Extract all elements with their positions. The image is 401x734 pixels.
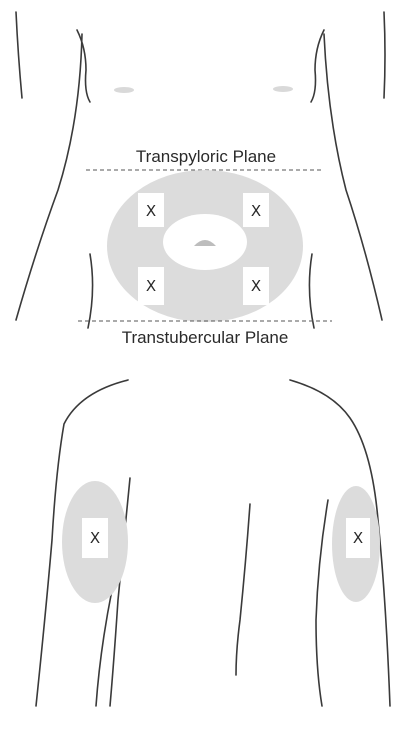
left-arm-mark: X	[90, 529, 100, 547]
abdomen-mark-upper-right: X	[251, 202, 261, 220]
abdomen-mark-lower-left: X	[146, 277, 156, 295]
transpyloric-plane-label: Transpyloric Plane	[136, 147, 276, 166]
left-nipple	[114, 87, 134, 93]
spine-line	[236, 504, 250, 675]
left-arm-inner-2	[96, 590, 112, 706]
right-hip-line	[309, 254, 314, 328]
abdomen-mark-lower-right: X	[251, 277, 261, 295]
right-arm-edge	[384, 12, 385, 98]
right-arm-mark: X	[353, 529, 363, 547]
right-arm-injection-zone: X	[332, 486, 380, 602]
right-pectoral-line	[311, 30, 324, 102]
right-nipple	[273, 86, 293, 92]
left-arm-edge	[16, 12, 22, 98]
abdomen-injection-zone: X X X X	[107, 170, 303, 322]
left-hip-line	[88, 254, 93, 328]
left-arm-injection-zone: X	[62, 481, 128, 603]
right-waist-line	[324, 34, 382, 320]
left-waist-line	[16, 34, 82, 320]
right-arm-inner	[316, 500, 328, 706]
transtubercular-plane-label: Transtubercular Plane	[122, 328, 289, 347]
abdomen-mark-upper-left: X	[146, 202, 156, 220]
